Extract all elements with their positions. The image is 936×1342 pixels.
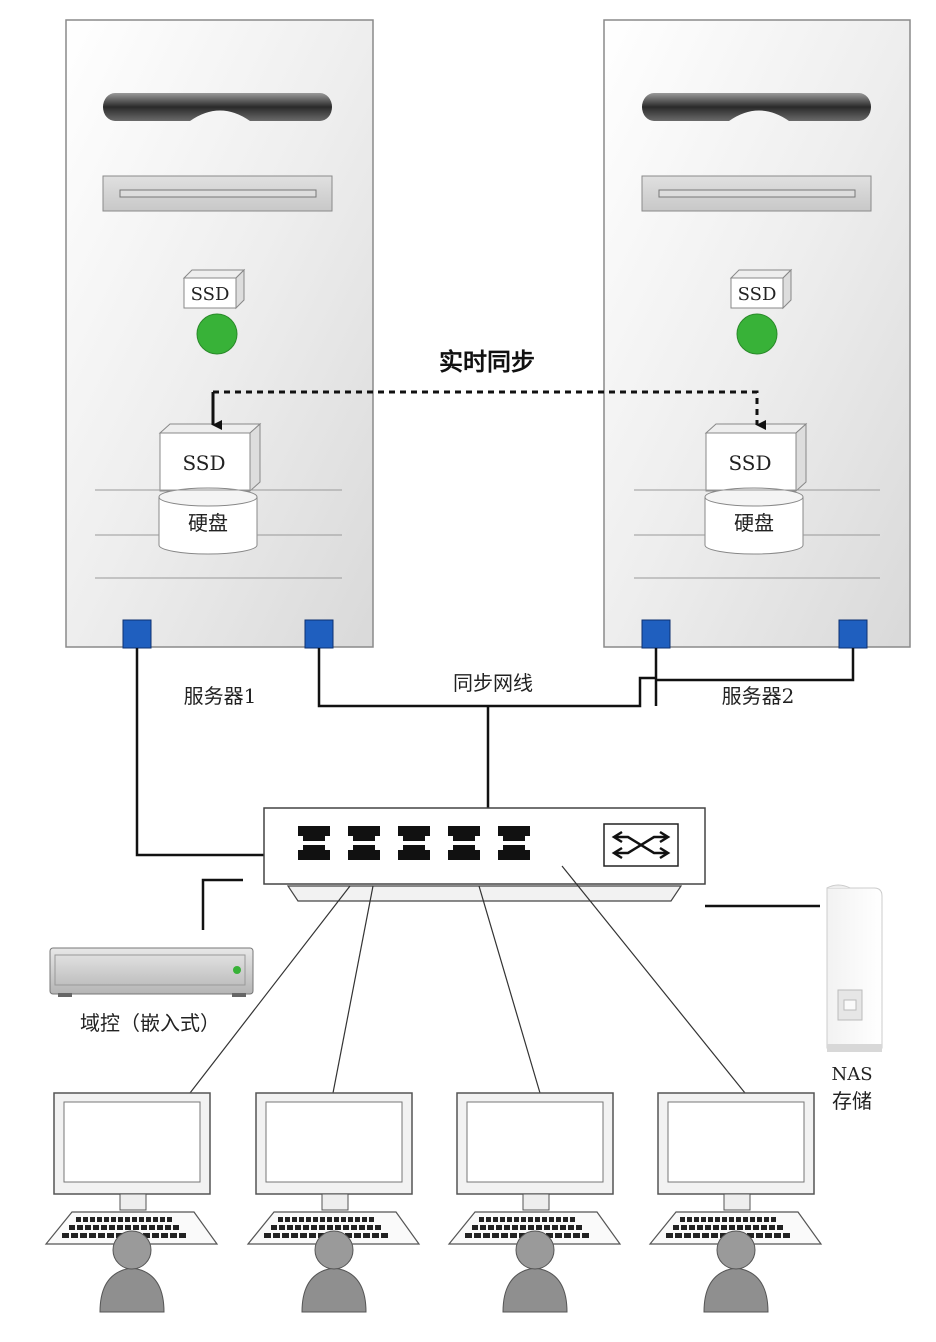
workstation xyxy=(246,1092,421,1313)
network-port-icon xyxy=(641,619,671,649)
ssd-large-label: SSD xyxy=(728,451,771,475)
hdd-label: 硬盘 xyxy=(734,511,774,535)
domain-controller-device xyxy=(49,947,254,997)
sync-cable-label: 同步网线 xyxy=(453,671,533,695)
network-switch xyxy=(263,807,706,902)
workstation xyxy=(44,1092,219,1313)
cable-domain-controller xyxy=(201,878,243,930)
switch-crossover-icon xyxy=(603,823,679,867)
hdd-cylinder-icon: 硬盘 xyxy=(704,487,804,555)
network-port-icon xyxy=(122,619,152,649)
workstation xyxy=(447,1092,622,1313)
realtime-sync-title: 实时同步 xyxy=(439,348,535,376)
status-led-icon xyxy=(233,966,241,974)
sync-cable xyxy=(317,648,658,708)
keyboard-icon xyxy=(447,1211,622,1245)
user-icon xyxy=(703,1230,769,1313)
hdd-label: 硬盘 xyxy=(188,511,228,535)
switch-ports xyxy=(298,826,530,860)
ssd-large-label: SSD xyxy=(182,451,225,475)
server-1: SSD SSD 硬盘 xyxy=(65,19,374,649)
server-2: SSD SSD 硬盘 xyxy=(603,19,911,649)
optical-drive-slot xyxy=(641,175,872,212)
ssd-small-label: SSD xyxy=(191,284,230,305)
keyboard-icon xyxy=(648,1211,823,1245)
ssd-small-box: SSD xyxy=(729,268,793,310)
domain-controller-label: 域控（嵌入式） xyxy=(80,1011,220,1035)
cable-server1-switch xyxy=(135,648,265,857)
hdd-cylinder-icon: 硬盘 xyxy=(158,487,258,555)
cables xyxy=(135,648,855,930)
user-icon xyxy=(502,1230,568,1313)
ssd-large-box: SSD xyxy=(704,422,808,493)
network-port-icon xyxy=(304,619,334,649)
power-led-icon xyxy=(196,313,238,355)
network-port-icon xyxy=(838,619,868,649)
ssd-small-box: SSD xyxy=(182,268,246,310)
monitor-icon xyxy=(657,1092,815,1211)
keyboard-icon xyxy=(44,1211,219,1245)
storage-label: 存储 xyxy=(832,1089,872,1113)
client-cables xyxy=(189,865,746,1094)
user-icon xyxy=(99,1230,165,1313)
monitor-icon xyxy=(53,1092,211,1211)
optical-drive-slot xyxy=(102,175,333,212)
monitor-icon xyxy=(456,1092,614,1211)
power-led-icon xyxy=(736,313,778,355)
ssd-large-box: SSD xyxy=(158,422,262,493)
user-icon xyxy=(301,1230,367,1313)
nas-label: NAS xyxy=(831,1064,872,1085)
drive-bay-icon xyxy=(642,93,871,121)
ssd-small-label: SSD xyxy=(738,284,777,305)
monitor-icon xyxy=(255,1092,413,1211)
nas-device xyxy=(826,884,883,1052)
server2-label: 服务器2 xyxy=(722,684,795,708)
cable-server2-switch xyxy=(654,648,855,706)
drive-bay-icon xyxy=(103,93,332,121)
workstation xyxy=(648,1092,823,1313)
server1-label: 服务器1 xyxy=(184,684,257,708)
